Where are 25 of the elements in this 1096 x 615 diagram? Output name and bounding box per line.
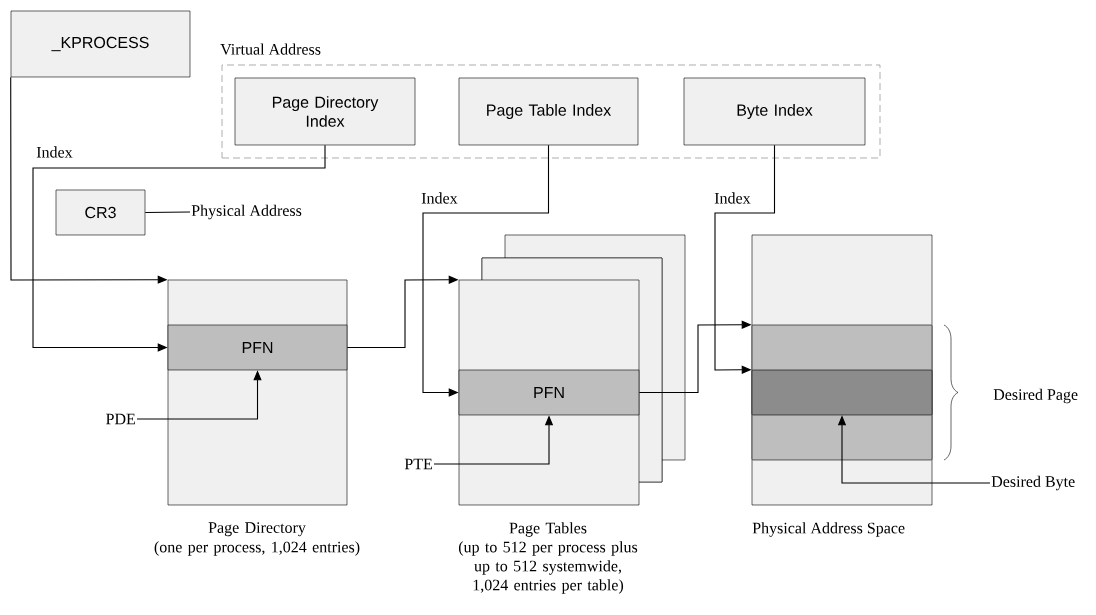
text-label: Desired Page <box>993 388 1078 404</box>
arrow <box>714 144 776 374</box>
structure-box: _KPROCESS <box>10 10 191 78</box>
index-box: Page Directory Index <box>234 77 416 146</box>
node-label: (up to 512 per process plus up to 512 systemwide, 1,024 entries per table) <box>458 541 638 594</box>
arrow <box>32 144 326 352</box>
index-box: Byte Index <box>683 77 866 146</box>
edge-label: Index <box>36 146 73 158</box>
byte-band <box>751 369 933 416</box>
register-box: CR3 <box>55 189 146 236</box>
node-label: (one per process, 1,024 entries) <box>154 541 360 556</box>
node-label: Virtual Address <box>220 43 321 55</box>
index-box: Page Table Index <box>458 77 639 146</box>
text-label: Desired Byte <box>991 475 1075 491</box>
node-label: Page Directory <box>208 522 306 537</box>
edge-label: Index <box>714 192 751 204</box>
edge-label: Index <box>421 192 458 204</box>
arrow <box>422 144 550 397</box>
node-label: Physical Address Space <box>752 522 905 537</box>
text-label: PDE <box>106 413 135 425</box>
text-label: PTE <box>404 458 432 470</box>
entry-row: PFN <box>167 324 348 371</box>
node-label: Page Tables <box>509 522 587 537</box>
text-label: Physical Address <box>191 204 302 220</box>
entry-row: PFN <box>458 369 640 416</box>
